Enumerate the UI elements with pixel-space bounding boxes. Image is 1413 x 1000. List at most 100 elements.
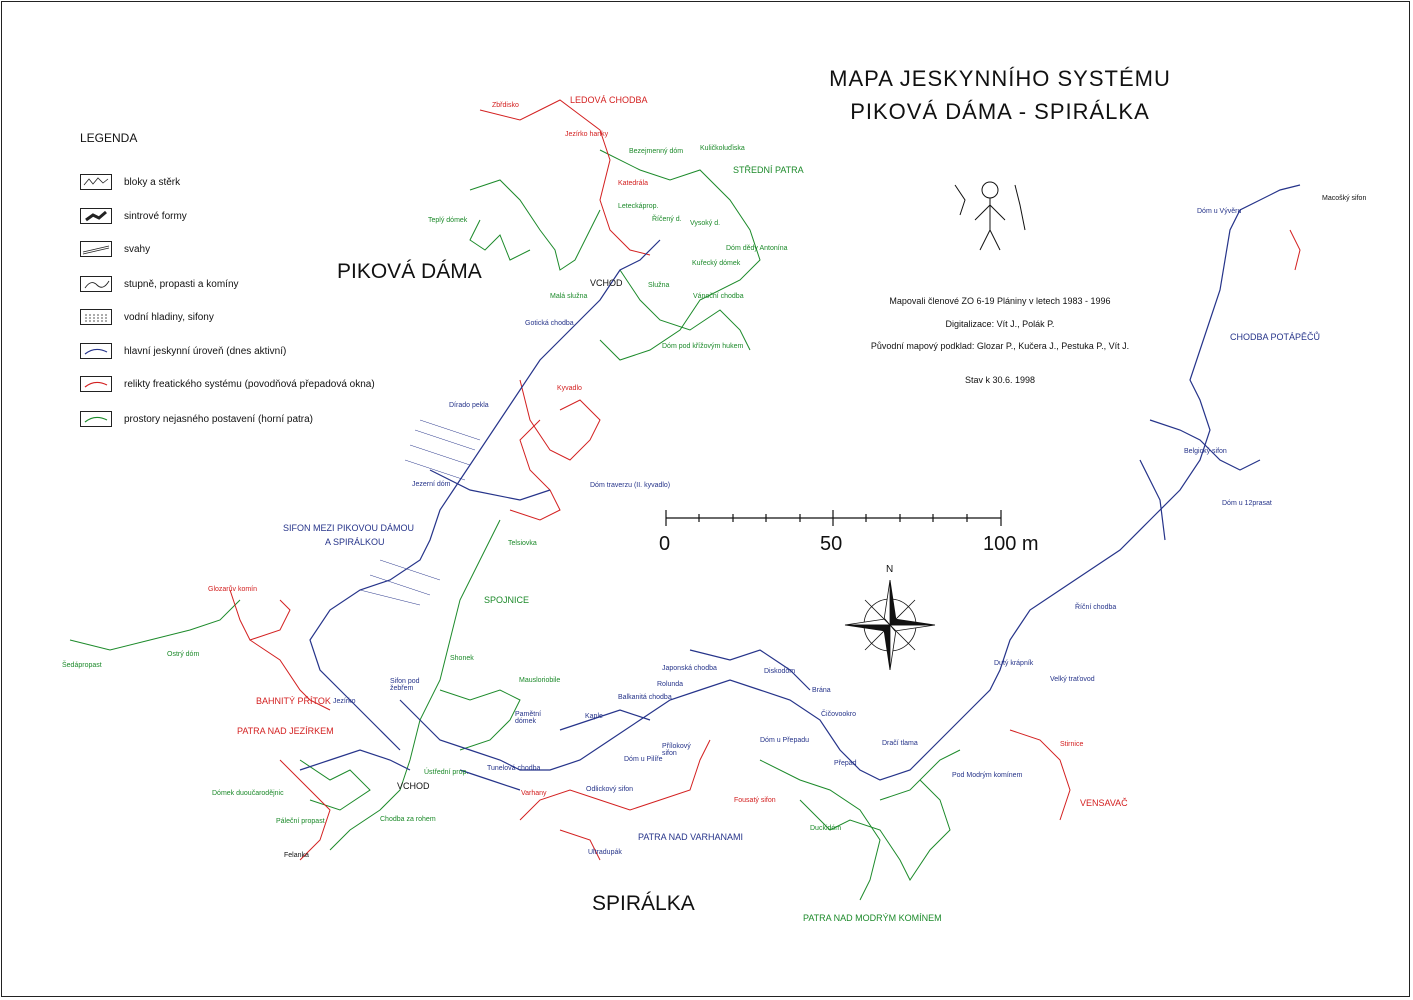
region-spiralka: SPIRÁLKA [592,892,695,915]
place-label: Leteckáprop. [618,203,659,210]
siphon-hatching [359,419,481,606]
sinter-forms-icon [80,208,112,224]
place-label: Glozarův komín [208,586,258,593]
main-level-passages [299,184,1301,791]
place-label-entrance: VCHOD [397,781,430,791]
place-label: Malá služna [550,293,588,300]
legend-item-steps: stupně, propasti a komíny [80,275,239,293]
compass-rose-icon [844,579,936,671]
place-label: Ultradupák [588,849,622,856]
place-label: Říčený d. [652,216,682,223]
place-label: Dóm pod křížovým hukem [662,343,744,350]
phreatic-relics-passages [229,99,1301,861]
slopes-icon [80,241,112,257]
place-label: Tunelová chodba [487,765,541,772]
place-label: Čičovookro [821,711,857,718]
blocks-gravel-icon [80,174,112,190]
place-label: Vysoký d. [690,220,721,227]
place-label: Macošký sifon [1322,195,1367,202]
info-state: Stav k 30.6. 1998 [964,375,1036,385]
place-label: Balkanitá chodba [618,694,672,701]
place-label: Kyvadlo [557,385,582,392]
place-label: Jezírko hanky [565,131,609,138]
legend-item-water: vodní hladiny, sifony [80,308,214,326]
place-label: Belgický sifon [1184,448,1227,455]
place-label: Kuličkoluďiska [700,145,745,152]
phreatic-relics-icon [80,376,112,392]
place-label: Diskodóm [764,668,796,675]
region-sifon: SIFON MEZI PIKOVOU DÁMOU [283,523,415,533]
map-title-line1: MAPA JESKYNNÍHO SYSTÉMU [829,66,1171,91]
place-label: Dómek duoučarodějnic [212,790,284,797]
upper-levels-icon [80,411,112,427]
legend-item-upper: prostory nejasného postavení (horní patr… [80,410,313,428]
region-vensavac: VENSAVAČ [1080,798,1128,808]
place-label: Brána [812,687,831,694]
place-label: Shonek [450,655,474,662]
place-label: Ostrý dóm [167,651,200,658]
place-label-entrance: VCHOD [590,278,623,288]
place-label: Přílokový sifon [662,743,691,757]
place-label: Dírado pekla [449,402,489,409]
scale-label-0: 0 [659,533,671,555]
region-patra-nad-modrym: PATRA NAD MODRÝM KOMÍNEM [803,913,942,923]
place-label: Jezerní dóm [412,481,451,488]
place-label: Dóm u 12prasat [1222,500,1272,507]
place-label: Velký traťovod [1050,676,1095,683]
place-label: Dračí tlama [882,740,918,747]
legend-label: hlavní jeskynní úroveň (dnes aktivní) [124,345,287,357]
place-label: Gotická chodba [525,320,574,327]
place-label: Telsiovka [508,540,537,547]
scale-label-100: 100 m [983,533,1039,555]
place-label: Kuřecký dómek [692,260,741,267]
legend-item-slopes: svahy [80,240,150,258]
place-label: Sifon pod žebřem [390,678,420,692]
place-label: Bezejmenný dóm [629,148,684,155]
region-sifon-line2: A SPIRÁLKOU [325,537,385,547]
place-label: Ústřední prop. [424,769,469,776]
place-label: Chodba za rohem [380,816,436,823]
legend-item-phreatic: relikty freatického systému (povodňová p… [80,375,375,393]
place-label: Vánoční chodba [693,293,744,300]
legend-heading: LEGENDA [80,131,138,145]
place-label: Fousatý sifon [734,797,776,804]
region-spojnice: SPOJNICE [484,595,530,605]
info-mapped-by: Mapovali členové ZO 6-19 Plániny v letec… [889,296,1111,306]
place-label: Přepad [834,760,857,767]
steps-abysses-icon [80,276,112,292]
water-sumps-icon [80,309,112,325]
region-patra-nad-jezirkem: PATRA NAD JEZÍRKEM [237,726,334,736]
place-label: Kaple [585,713,603,720]
place-label: Varhany [521,790,547,797]
compass-north-label: N [886,564,894,575]
place-label: Japonská chodba [662,665,717,672]
legend-label: relikty freatického systému (povodňová p… [124,378,375,390]
upper-levels-passages [69,149,961,901]
legend-label: stupně, propasti a komíny [124,278,239,290]
place-label: Služna [648,282,670,289]
place-label: Duckidóm [810,825,842,832]
region-ledova-chodba: LEDOVÁ CHODBA [570,95,648,105]
place-label: Dóm u Vývěru [1197,208,1242,215]
place-label: Jezírko [333,698,356,705]
diver-emblem-icon [954,181,1026,251]
place-label: Říční chodba [1075,604,1117,611]
region-chodba-potapecu: CHODBA POTÁPĚČŮ [1230,332,1321,342]
legend-item-main: hlavní jeskynní úroveň (dnes aktivní) [80,342,286,360]
region-stredni-patra: STŘEDNÍ PATRA [733,165,804,175]
region-patra-nad-varhanami: PATRA NAD VARHANAMI [638,832,744,842]
scale-bar [665,510,1002,526]
place-label: Dóm dědy Antonína [726,245,788,252]
place-label: Zbřdisko [492,102,519,109]
place-label: Páleční propast [276,818,325,825]
place-label: Pod Modrým komínem [952,772,1023,779]
region-bahnity-pritok: BAHNITÝ PŘÍTOK [256,696,331,706]
place-label: Rolunda [657,681,684,688]
info-source: Původní mapový podklad: Glozar P., Kučer… [870,341,1130,351]
place-label: Pamětní dómek [515,711,542,725]
place-label: Dutý krápník [994,660,1034,667]
place-label: Šedápropast [62,662,102,669]
place-label: Dóm u Pilíře [624,756,663,763]
place-label: Dóm u Přepadu [760,737,810,744]
